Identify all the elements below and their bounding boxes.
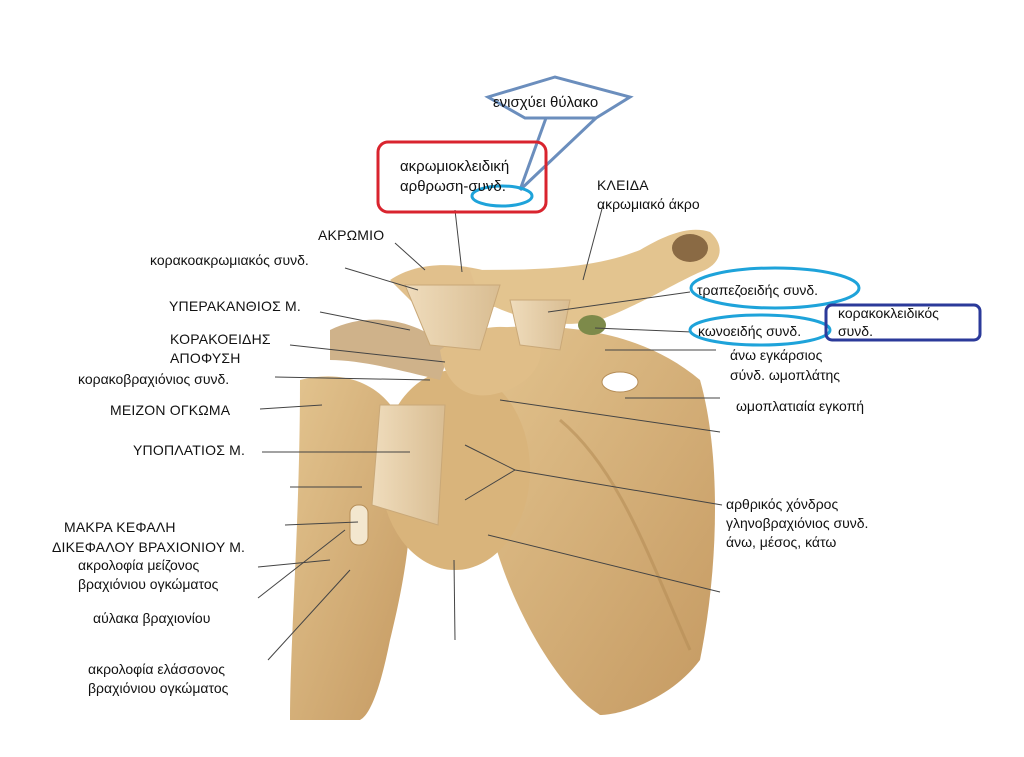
label-enhances-capsule: ενισχύει θύλακο — [493, 94, 599, 111]
label-clavicle: ΚΛΕΙΔΑ — [597, 177, 649, 193]
label-infraspinatus: ΥΠΟΠΛΑΤΙΟΣ Μ. — [133, 442, 246, 458]
label-coracoid-2: ΑΠΟΦΥΣΗ — [170, 350, 241, 366]
coracoacromial-ligament — [404, 284, 501, 351]
supraspinatus — [330, 319, 450, 380]
trapezoid-ellipse — [689, 266, 861, 310]
scapula — [470, 326, 715, 715]
label-lesser-crest-2: βραχιόνιου ογκώματος — [88, 680, 229, 696]
ac-joint-ellipse — [470, 184, 534, 208]
conoid-ellipse — [688, 313, 832, 347]
ac-joint-box — [376, 140, 548, 214]
label-supraspinatus: ΥΠΕΡΑΚΑΝΘΙΟΣ Μ. — [169, 298, 301, 314]
coracoclavicular-box — [824, 303, 982, 342]
label-bicipital-groove: αύλακα βραχιονίου — [93, 610, 211, 626]
clavicle-end — [672, 234, 708, 262]
biceps-tendon — [349, 504, 369, 546]
scapular-notch — [601, 371, 639, 393]
label-coracoclavicular-1: κορακοκλειδικός — [838, 305, 939, 321]
label-ac-joint-1: ακρωμιοκλειδική — [400, 158, 510, 175]
label-greater-tuberosity: ΜΕΙΖΟΝ ΟΓΚΩΜΑ — [110, 402, 231, 418]
leader-lines — [257, 204, 723, 661]
label-greater-crest-1: ακρολοφία μείζονος — [78, 557, 200, 573]
label-acromion: ΑΚΡΩΜΙΟ — [318, 227, 385, 243]
callout-pointer — [518, 116, 598, 192]
pentagon-callout — [484, 75, 634, 120]
infraspinatus-tendon — [371, 404, 446, 526]
label-scapular-notch: ωμοπλατιαία εγκοπή — [736, 398, 865, 414]
label-greater-crest-2: βραχιόνιου ογκώματος — [78, 576, 219, 592]
label-conoid-lig: κωνοειδής συνδ. — [698, 323, 802, 339]
label-lesser-crest-1: ακρολοφία ελάσσονος — [88, 661, 226, 677]
label-coracoclavicular-2: συνδ. — [838, 323, 873, 339]
trapezoid-ligament — [509, 299, 571, 351]
label-acromial-end: ακρωμιακό άκρο — [597, 196, 700, 212]
label-sup-transverse-1: άνω εγκάρσιος — [730, 347, 823, 363]
label-sup-transverse-2: σύνδ. ωμοπλάτης — [730, 367, 841, 383]
label-trapezoid-lig: τραπεζοειδής συνδ. — [697, 282, 819, 298]
label-ac-joint-2: αρθρωση-συνδ. — [400, 178, 506, 195]
label-long-head-2: ΔΙΚΕΦΑΛΟΥ ΒΡΑΧΙΟΝΙΟΥ Μ. — [52, 539, 246, 555]
label-glenohumeral-lig: γληνοβραχιόνιος συνδ. — [726, 515, 869, 531]
conoid-ligament — [578, 315, 606, 335]
label-long-head-1: ΜΑΚΡΑ ΚΕΦΑΛΗ — [64, 519, 176, 535]
label-coracoid-1: ΚΟΡΑΚΟΕΙΔΗΣ — [170, 331, 271, 347]
label-coracohumeral-lig: κορακοβραχιόνιος συνδ. — [78, 371, 230, 387]
label-articular-cartilage: αρθρικός χόνδρος — [726, 496, 839, 512]
label-sup-mid-inf: άνω, μέσος, κάτω — [726, 534, 837, 550]
label-coracoacromial-lig: κορακοακρωμιακός συνδ. — [150, 252, 309, 268]
